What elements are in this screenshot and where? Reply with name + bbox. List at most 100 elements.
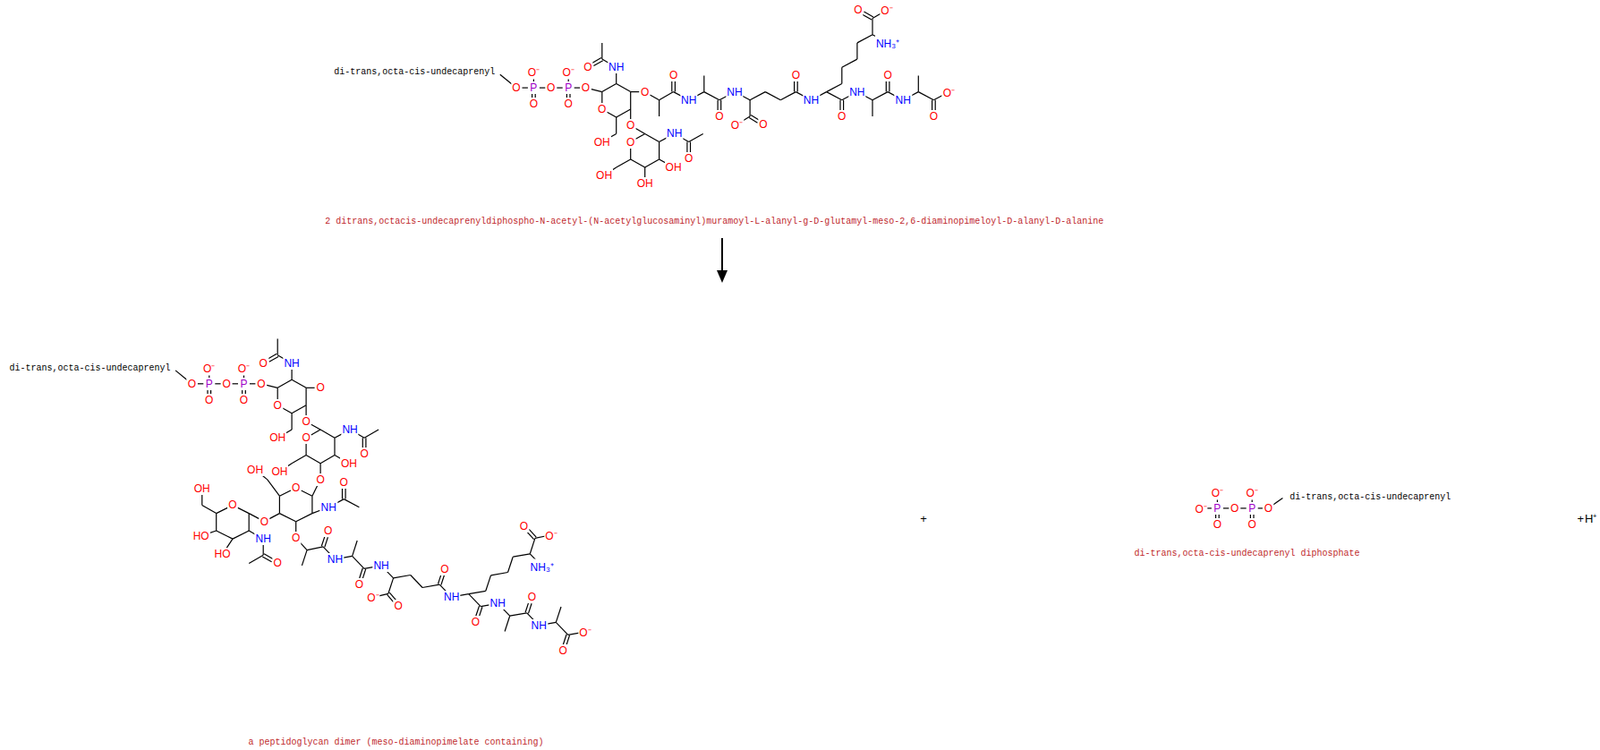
bond-line [645,159,660,168]
atom-label: NH [530,619,548,632]
bond-line [393,575,411,579]
atom-label: HO [192,529,211,543]
bond-line [606,111,616,118]
bond-line [645,133,660,142]
bond-line [527,531,535,540]
bond-line [232,382,239,384]
bond-line [345,488,347,500]
atom-label: O [272,399,282,412]
bond-line [333,437,335,455]
bond-line [689,142,691,154]
bond-line [364,429,379,438]
bond-line [522,86,528,88]
bond-line [352,540,358,556]
bond-line [365,437,366,449]
atom-label: O [290,531,301,545]
atom-label: NH [282,357,300,370]
atom-label: O⁻ [365,589,380,605]
atom-label: O [836,110,847,123]
bond-line [248,513,259,520]
atom-label: O [204,393,214,407]
bond-line [291,455,307,464]
bond-line [748,100,750,117]
atom-label: O [1212,518,1223,531]
bond-line [797,81,799,93]
atom-label: O [1246,518,1257,531]
atom-label: O⁻ [561,63,575,79]
bond-line [616,109,631,118]
atom-label: O⁻ [879,2,894,18]
atom-label: O [339,476,349,489]
atom-label: P [528,81,538,94]
atom-label: NH₃⁺ [875,34,901,51]
atom-label: O [928,110,939,123]
bond-line [306,443,307,456]
atom-label: O [470,615,481,629]
atom-label: OH [593,136,612,149]
atom-label: O [791,68,801,82]
atom-label: P [1247,502,1257,515]
bond-line [291,405,307,414]
bond-line [842,59,858,68]
bond-line [716,100,718,111]
atom-label: OH [664,161,683,174]
bond-line [422,584,440,588]
bond-line [630,91,640,93]
bond-line [644,167,646,179]
bond-line [749,92,766,101]
bond-line [888,81,890,93]
atom-label: OH [340,457,358,470]
bond-line [765,92,781,101]
bond-line [658,100,660,117]
atom-label: O [1229,502,1240,515]
bond-line [312,485,318,496]
bond-line [320,429,335,438]
bond-line [249,382,256,384]
atom-label: O [187,377,197,391]
bond-line [248,554,264,563]
bond-line [277,339,279,356]
atom-label: O [582,60,593,74]
bond-line [1258,507,1263,509]
atom-label: O [668,68,679,82]
bond-line [306,405,307,417]
atom-label: O⁻ [1193,500,1208,516]
bond-line [510,612,528,616]
bond-line [555,621,569,635]
atom-label: HO [213,547,232,561]
bond-line [826,84,843,93]
atom-label: O [272,556,282,570]
atom-label: O [314,473,325,486]
bond-line [279,513,296,522]
bond-line [263,544,264,556]
compound-caption: di-trans,octa-cis-undecaprenyl diphospha… [1132,548,1361,559]
bond-line [862,14,872,20]
bond-line [504,615,511,631]
bond-line [616,84,631,93]
bond-line [615,117,617,134]
atom-label: NH [680,93,698,107]
bond-line [528,603,533,613]
bond-line [324,536,329,547]
atom-label: O [528,97,539,111]
bond-line [485,575,492,591]
atom-label: O [227,498,238,511]
bond-line [215,513,217,531]
bond-line [410,575,423,588]
atom-label: NH [893,93,911,107]
atom-label: P [563,81,573,94]
atom-label: OH [270,465,289,478]
bond-line [362,437,364,449]
bond-line [555,606,562,622]
bond-line [1240,507,1246,509]
bond-line [311,424,321,430]
bond-line [359,568,364,579]
substituent-name: di-trans,octa-cis-undecaprenyl [1288,492,1452,503]
bond-line [616,159,631,168]
atom-label: O⁻ [730,117,744,133]
atom-label: NH [802,93,820,107]
bond-line [441,575,445,586]
bond-line [635,133,645,139]
bond-line [885,81,887,93]
